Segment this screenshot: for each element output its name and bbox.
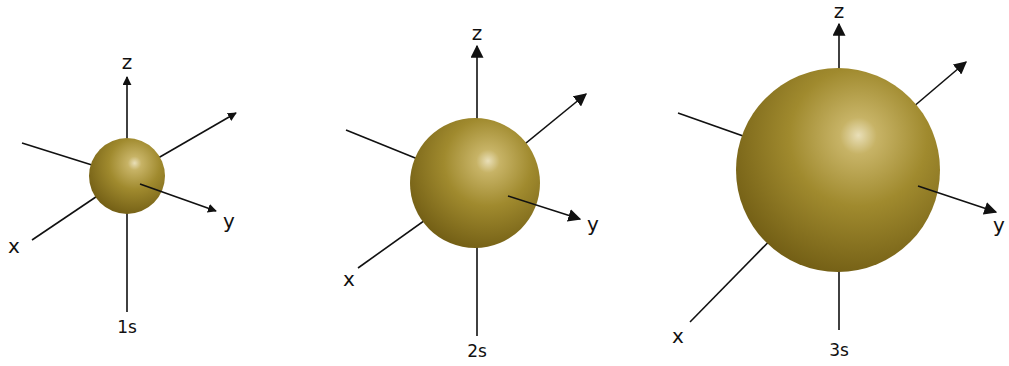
orbital-label: 3s <box>829 342 849 359</box>
axes-2s <box>346 46 586 336</box>
axis-label: x <box>343 269 355 289</box>
axes-1s <box>22 77 236 312</box>
axis-label: y <box>223 211 235 231</box>
y-axis <box>140 184 216 211</box>
axis-label: x <box>672 326 684 346</box>
orbital-3s <box>736 68 940 272</box>
axis-label: z <box>122 52 133 72</box>
axis-label: y <box>587 214 599 234</box>
y-axis <box>918 186 996 212</box>
orbital-2s <box>410 118 540 248</box>
orbital-label: 2s <box>467 343 487 360</box>
axis-label: z <box>834 1 845 21</box>
axis-label: x <box>8 236 20 256</box>
orbital-1s <box>89 138 165 214</box>
y-axis <box>508 196 580 219</box>
axes-3s <box>678 24 966 330</box>
axis-label: z <box>472 23 483 43</box>
orbital-label: 1s <box>117 319 137 336</box>
axis-label: y <box>993 215 1005 235</box>
